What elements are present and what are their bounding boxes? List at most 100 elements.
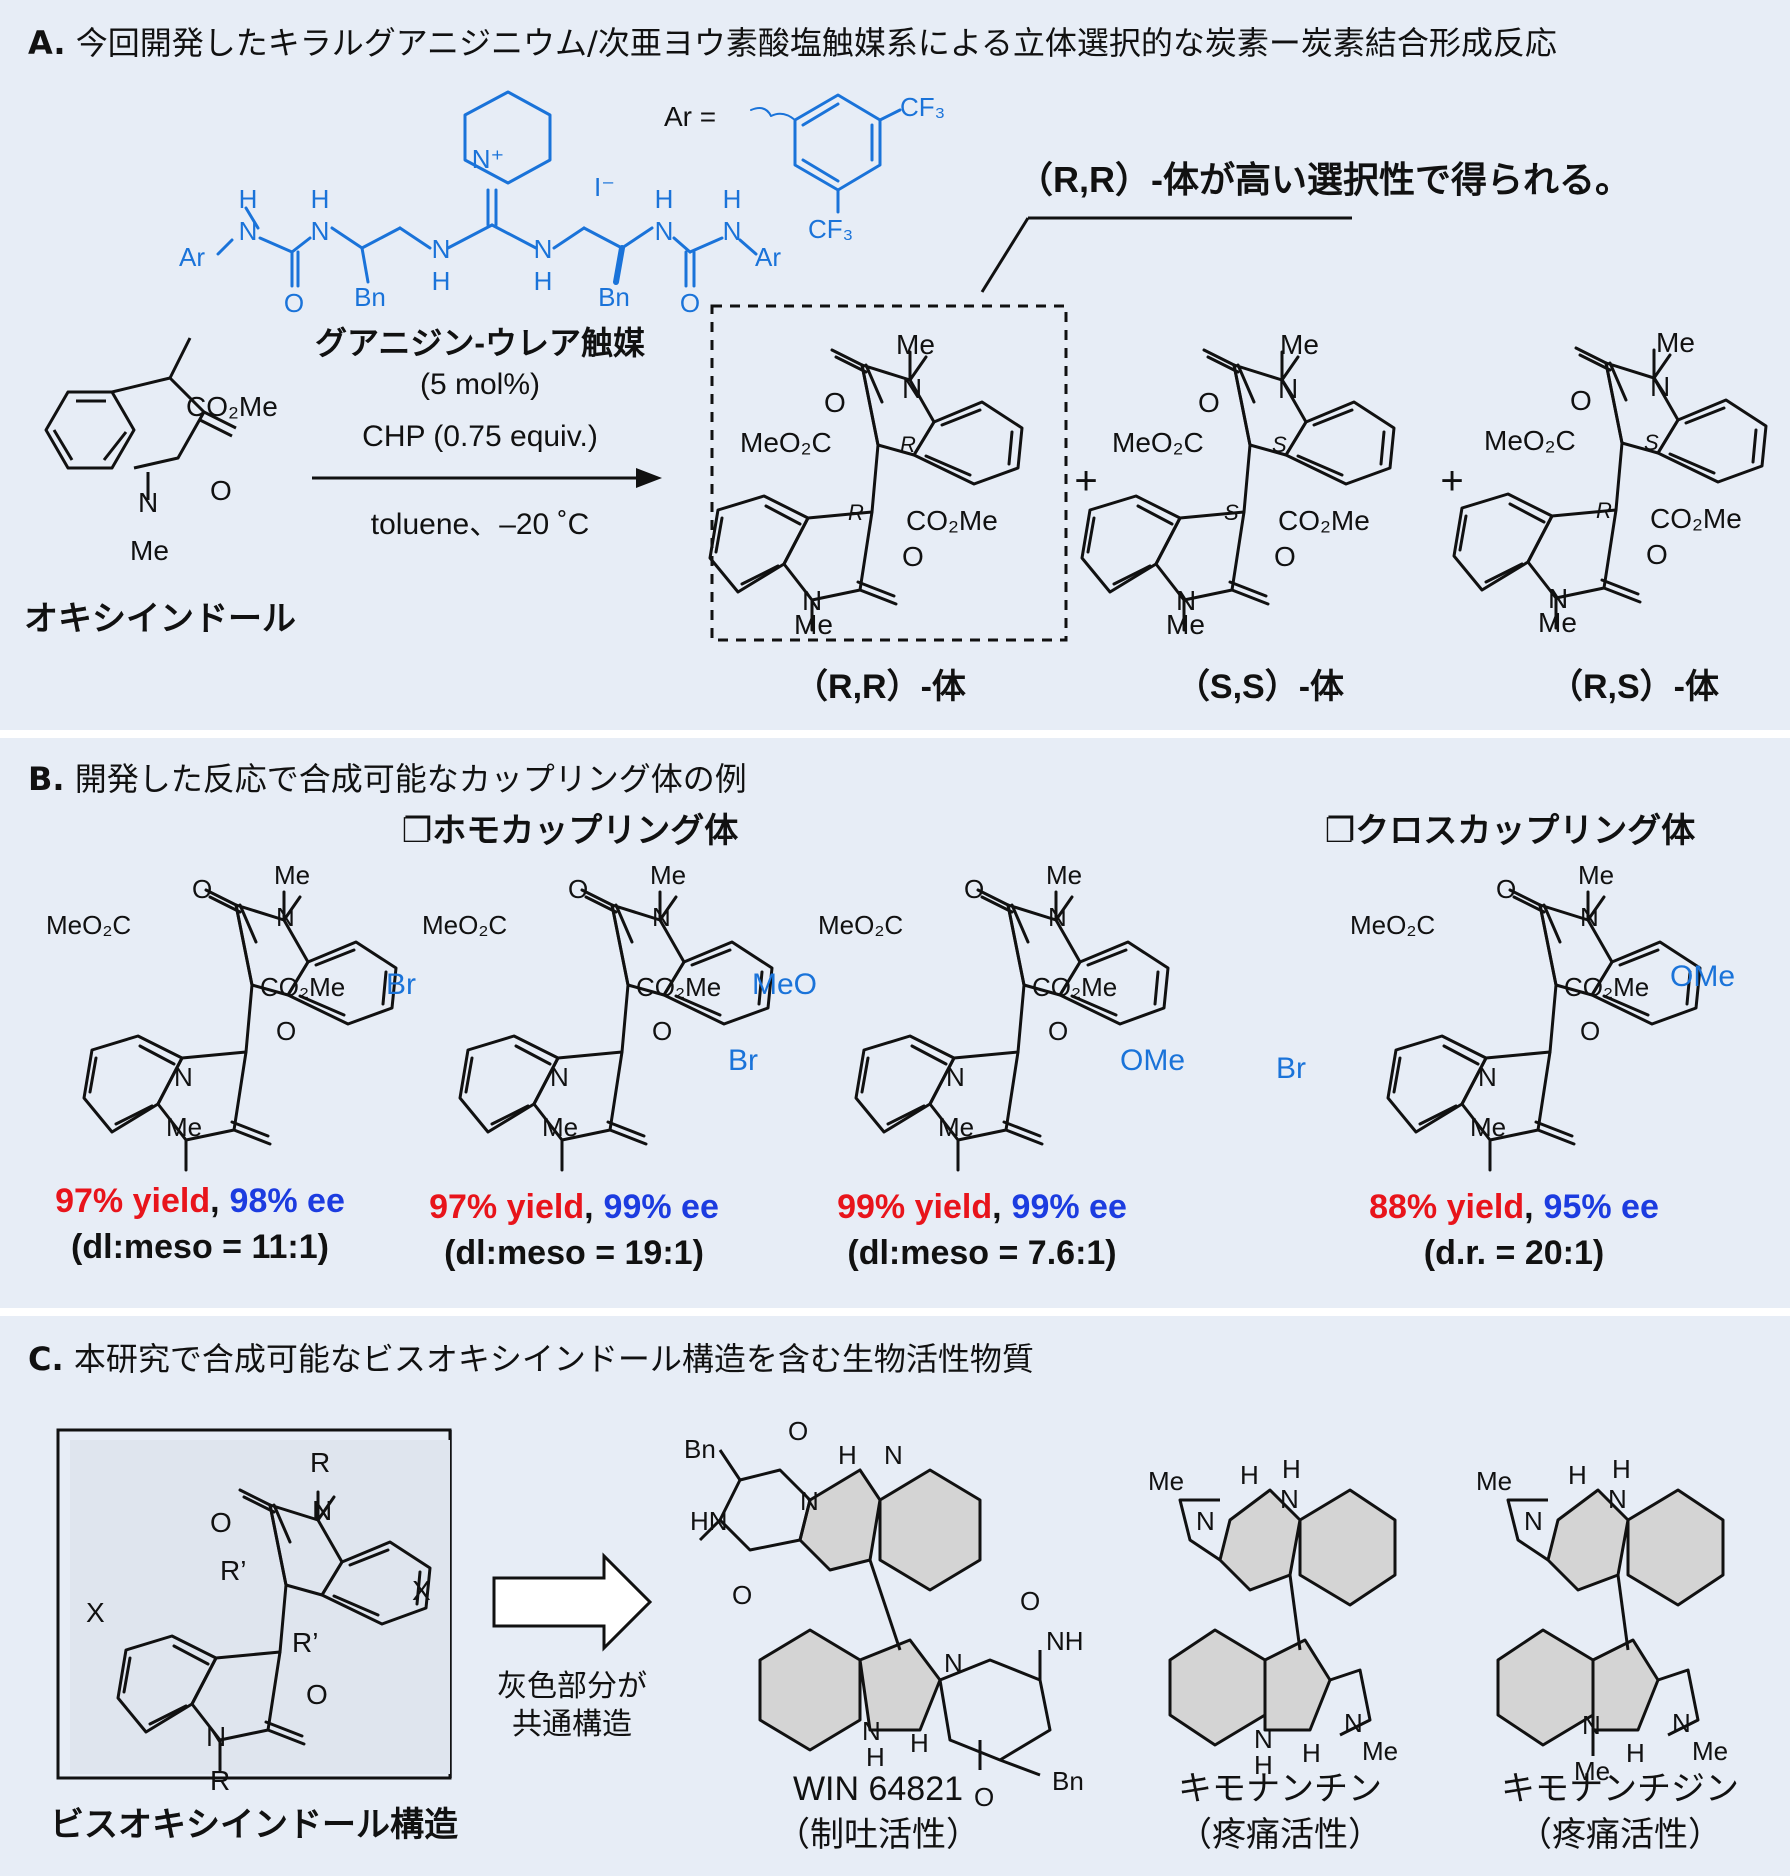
win-nh-bottom-n: N (862, 1716, 881, 1746)
core-rp-bottom: R’ (292, 1627, 318, 1658)
catalyst-nh-outer-left-h: H (239, 184, 258, 214)
compound-4-atom-1: N (1580, 902, 1599, 932)
selectivity-callout: （R,R）-体が高い選択性で得られる。 (1017, 159, 1631, 200)
rr-stereo-bottom: R (848, 500, 864, 525)
chimonanthidine-labels: Me N H H N N Me H N Me (1476, 1454, 1728, 1786)
core-n-top: N (312, 1495, 332, 1526)
aryl-cf3-bottom: CF₃ (808, 214, 853, 244)
rs-n-top: N (1650, 371, 1670, 402)
win-o-bottom: O (974, 1782, 994, 1812)
product-ss-structure (1080, 348, 1396, 632)
chid-me-bottom-right: Me (1692, 1736, 1728, 1766)
panel-b-results: 97% yield,98% ee (dl:meso = 11:1) 97% yi… (55, 1182, 1659, 1272)
chimonanthine-structure (1168, 1488, 1397, 1747)
compound-4-atom-5: O (1580, 1016, 1600, 1046)
compound-4-result: 88% yield,95% ee (1369, 1188, 1659, 1226)
natural-product-activity-3: （疼痛活性） (1518, 1816, 1722, 1854)
compound-3-atom-0: Me (1046, 860, 1082, 890)
core-n-bottom: N (206, 1721, 226, 1752)
compound-1-ratio: (dl:meso = 11:1) (71, 1228, 329, 1266)
compound-1-atom-1: N (276, 902, 295, 932)
compound-3-ratio: (dl:meso = 7.6:1) (847, 1234, 1116, 1272)
compound-1-atom-0: Me (274, 860, 310, 890)
catalyst-nh-right-h: H (655, 184, 674, 214)
rs-o-top: O (1570, 385, 1592, 416)
catalyst-nh-outer-right-h: H (723, 184, 742, 214)
substrate-labels: CO₂Me O N Me (130, 391, 278, 566)
rr-co2me: CO₂Me (906, 505, 998, 536)
ss-me-top: Me (1280, 329, 1319, 360)
core-x-left: X (86, 1597, 105, 1628)
compound-3-sub-top: MeO (752, 968, 817, 1001)
catalyst-nplus-label: N⁺ (472, 144, 505, 174)
compound-2-ratio: (dl:meso = 19:1) (444, 1234, 704, 1272)
compound-3-atom-4: CO₂Me (1032, 972, 1117, 1002)
compound-2-result: 97% yield,99% ee (429, 1188, 719, 1226)
win-o-right: O (1020, 1586, 1040, 1616)
rr-stereo-top: R (900, 432, 916, 457)
catalyst-h-left: H (432, 266, 451, 296)
compound-1-result: 97% yield,98% ee (55, 1182, 345, 1220)
core-o-top: O (210, 1507, 232, 1538)
rr-n-top: N (902, 373, 922, 404)
chim-h-top: H (1240, 1460, 1259, 1490)
compound-4-atom-7: Me (1470, 1112, 1506, 1142)
chid-h-bottom: H (1626, 1738, 1645, 1768)
catalyst-nh-outer-right-n: N (723, 216, 742, 246)
crosscoupling-header: ❐クロスカップリング体 (1325, 812, 1695, 850)
chimonanthine-labels: Me N H H N N H H N Me (1148, 1454, 1398, 1780)
product-rs-structure (1452, 346, 1768, 630)
catalyst-n-left: N (432, 234, 451, 264)
rr-product-highlight-box (710, 304, 1068, 642)
catalyst-labels: N⁺ I⁻ N H N H N H N H Ar O Bn N H N H Ar… (179, 92, 945, 318)
chim-me-top: Me (1148, 1466, 1184, 1496)
ss-n-bottom: N (1176, 585, 1196, 616)
win-bn-bottom: Bn (1052, 1766, 1084, 1796)
natural-product-name-2: キモナンチン (1178, 1770, 1382, 1808)
compound-3-atom-2: O (964, 874, 984, 904)
rs-me-top: Me (1656, 327, 1695, 358)
win64821-structure (698, 1449, 1052, 1777)
panel-a-title: A. 今回開発したキラルグアニジニウム/次亜ヨウ素酸塩触媒系による立体選択的な炭… (28, 18, 1557, 64)
compound-3-atom-3: MeO₂C (818, 910, 903, 940)
rr-n-bottom: N (802, 585, 822, 616)
product-label-rr: （R,R）-体 (794, 667, 966, 706)
compound-2-atom-3: MeO₂C (422, 910, 507, 940)
compound-2-atom-6: N (550, 1062, 569, 1092)
ss-meo2c: MeO₂C (1112, 427, 1204, 458)
natural-product-names: WIN 64821 （制吐活性） キモナンチン （疼痛活性） キモナンチジン （… (776, 1770, 1739, 1854)
panel-a-letter: A. (28, 24, 66, 62)
natural-product-activity-1: （制吐活性） (776, 1816, 980, 1854)
chid-me-top: Me (1476, 1466, 1512, 1496)
chid-me-bottom-left: Me (1574, 1756, 1610, 1786)
compound-2-atom-2: O (568, 874, 588, 904)
panel-b-title: B. 開発した反応で合成可能なカップリング体の例 (28, 754, 747, 800)
win-n-top: N (800, 1486, 819, 1516)
compound-3-atom-1: N (1048, 902, 1067, 932)
core-r-bottom: R (210, 1765, 230, 1796)
compound-1-atom-5: O (276, 1016, 296, 1046)
panel-c-title-text: 本研究で合成可能なビスオキシインドール構造を含む生物活性物質 (73, 1340, 1034, 1378)
compound-2-sub-bottom: Br (728, 1044, 758, 1077)
compound-4-atom-4: CO₂Me (1564, 972, 1649, 1002)
product-ss-labels: Me N O MeO₂C S S CO₂Me O N Me (1112, 329, 1370, 640)
chim-nh-top-n: N (1280, 1484, 1299, 1514)
natural-product-name-1: WIN 64821 (793, 1770, 963, 1808)
compound-2-atom-4: CO₂Me (636, 972, 721, 1002)
natural-product-activity-2: （疼痛活性） (1178, 1816, 1382, 1854)
win-h-bottom: H (910, 1728, 929, 1758)
rs-meo2c: MeO₂C (1484, 425, 1576, 456)
iodide-label: I⁻ (594, 172, 615, 202)
rs-co2me: CO₂Me (1650, 503, 1742, 534)
catalyst-nh-left-h: H (311, 184, 330, 214)
arrow-caption-1: 灰色部分が (497, 1670, 647, 1703)
plus-sign-2: + (1440, 459, 1463, 503)
win-nh-top: N (884, 1440, 903, 1470)
rs-stereo-bottom: R (1596, 498, 1612, 523)
compound-2-yield: 97% yield (429, 1188, 584, 1226)
rs-stereo-top: S (1644, 430, 1659, 455)
compound-2-atom-7: Me (542, 1112, 578, 1142)
substrate-n: N (138, 487, 158, 518)
compound-3-atom-5: O (1048, 1016, 1068, 1046)
